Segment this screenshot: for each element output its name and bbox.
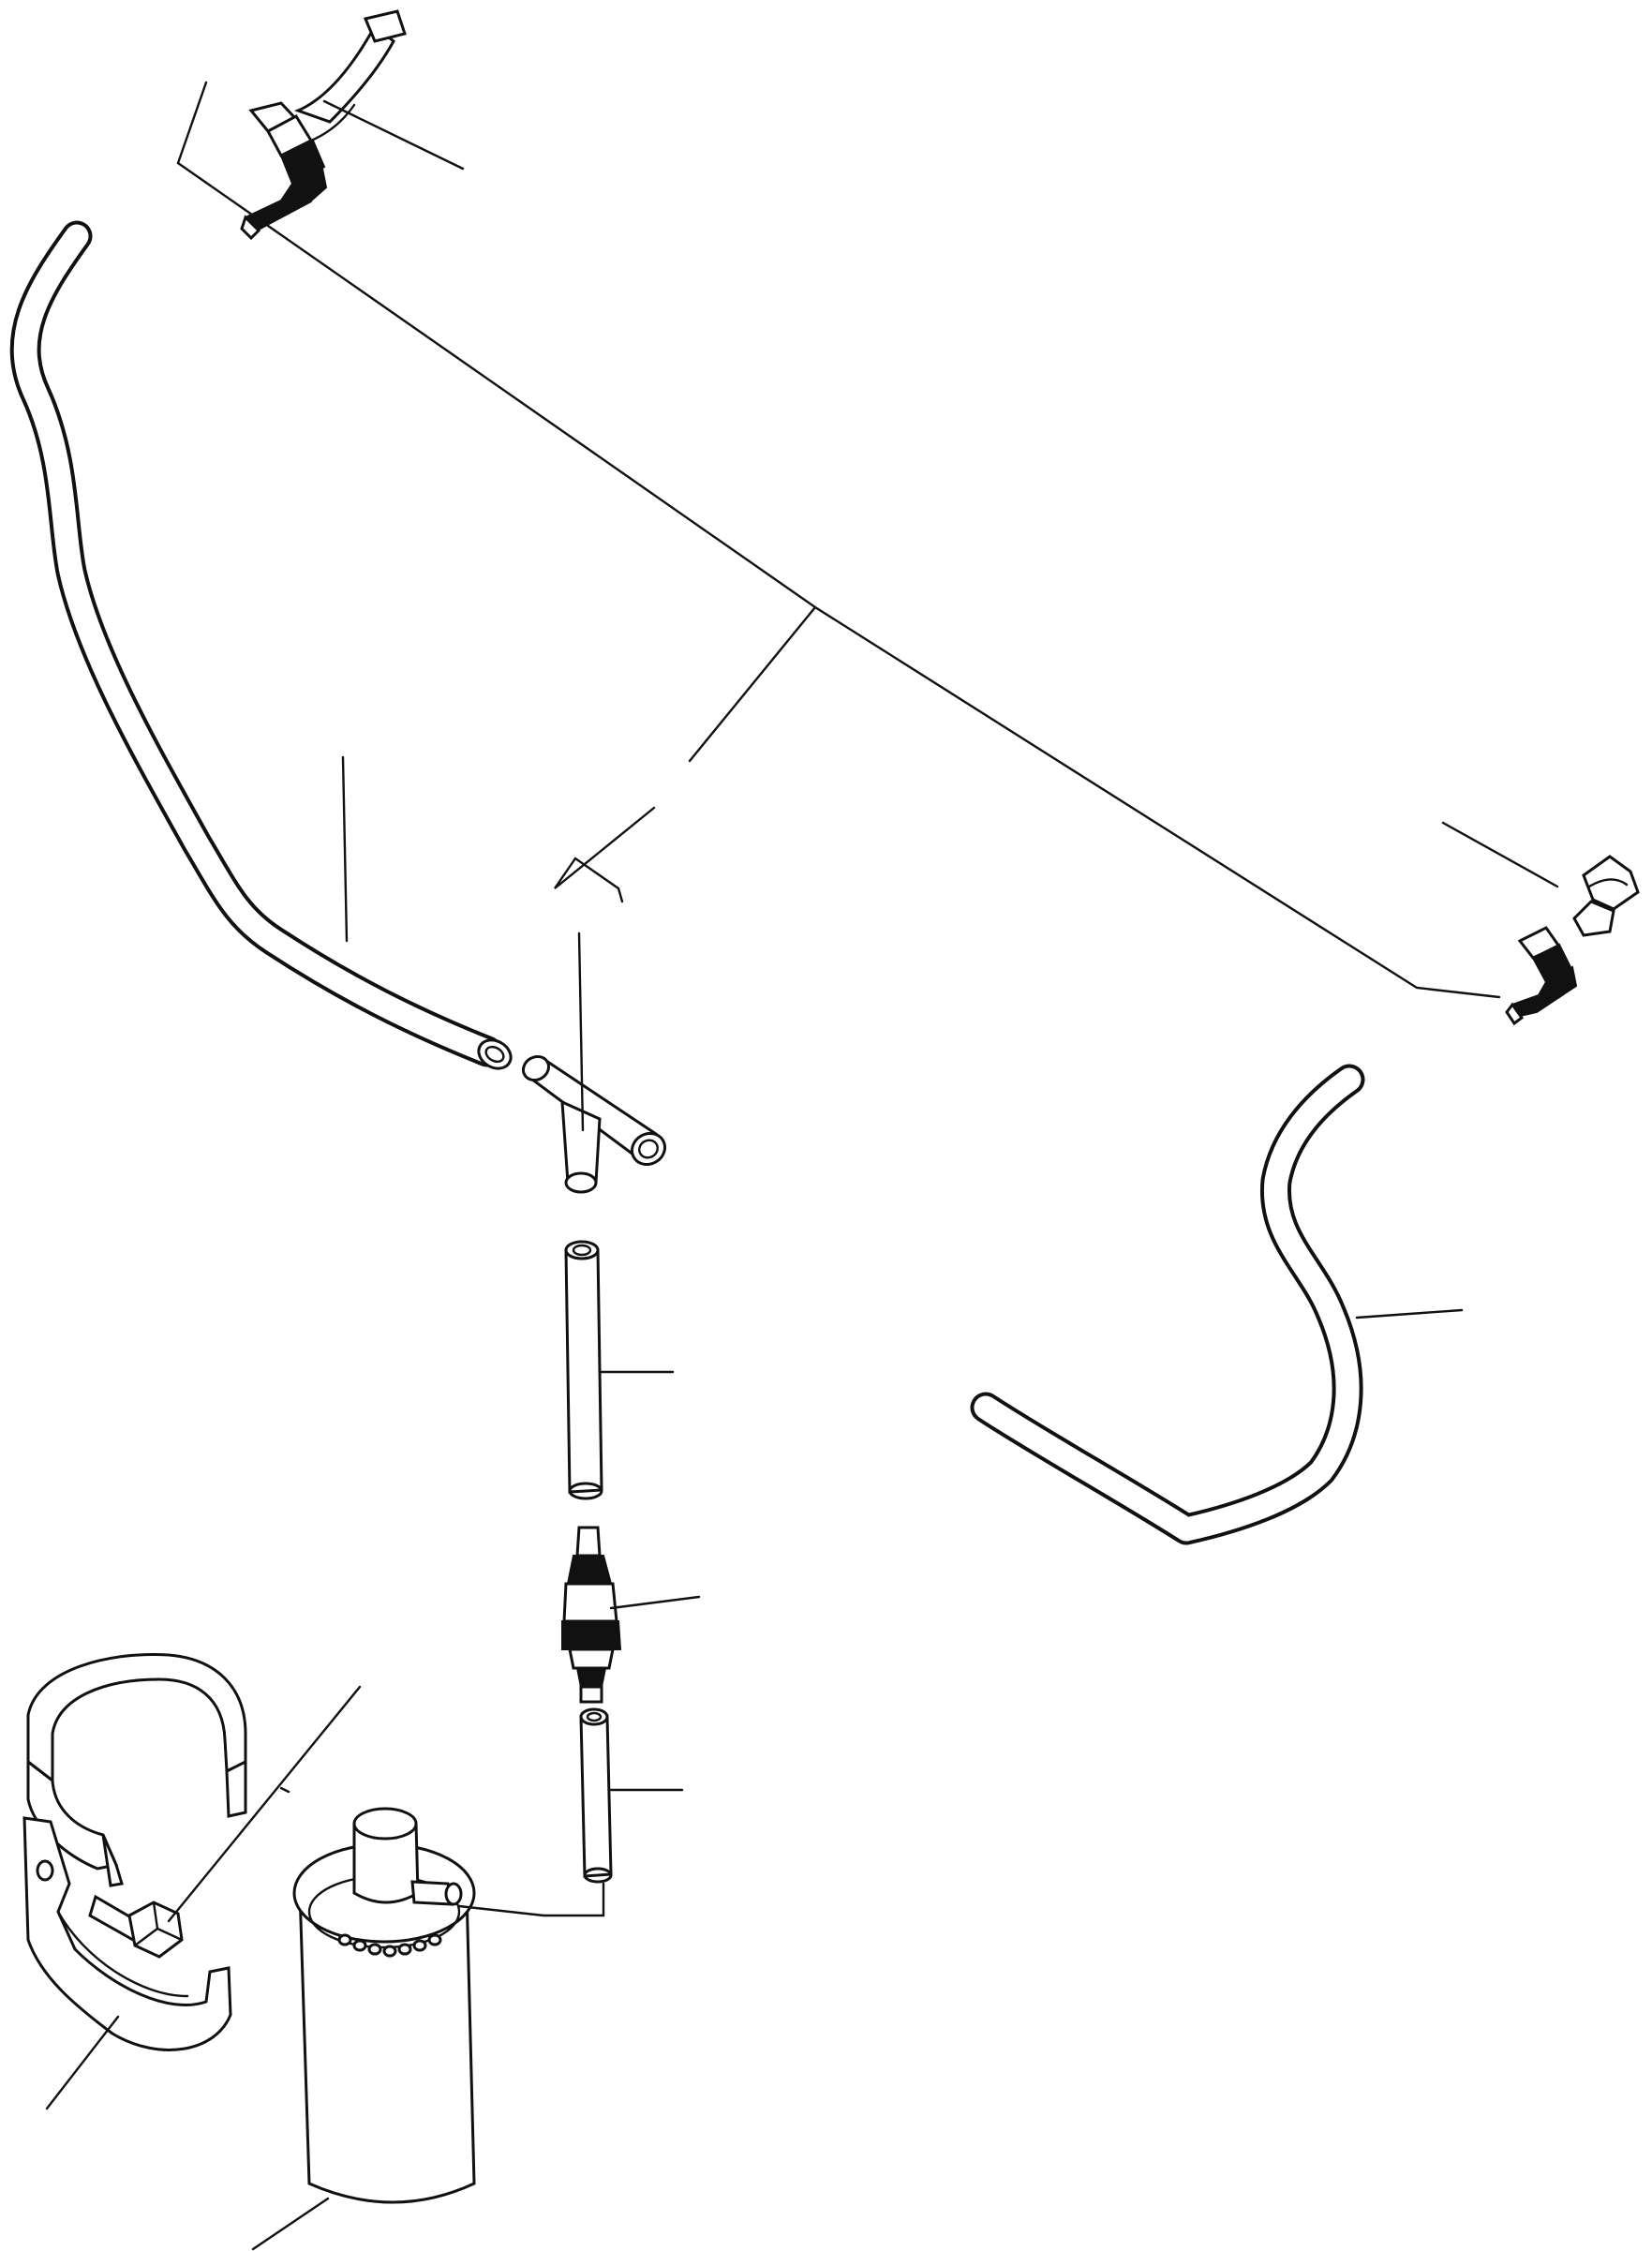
hose-curved-right [970, 1064, 1365, 1545]
pump-ridge-ring [337, 1933, 442, 1958]
washer-nozzle-left [240, 9, 407, 241]
tee-joint [521, 1054, 667, 1194]
washer-pump [292, 1807, 476, 2204]
hose-short-lower [579, 1707, 613, 1884]
check-valve [561, 1526, 622, 1704]
hose-short-upper [564, 1240, 603, 1500]
hose-long-left [9, 220, 513, 1070]
bracket [22, 1816, 232, 2051]
washer-nozzle-right [1505, 855, 1640, 1026]
bolt [88, 1894, 184, 1959]
leader-lines [45, 81, 1559, 2251]
